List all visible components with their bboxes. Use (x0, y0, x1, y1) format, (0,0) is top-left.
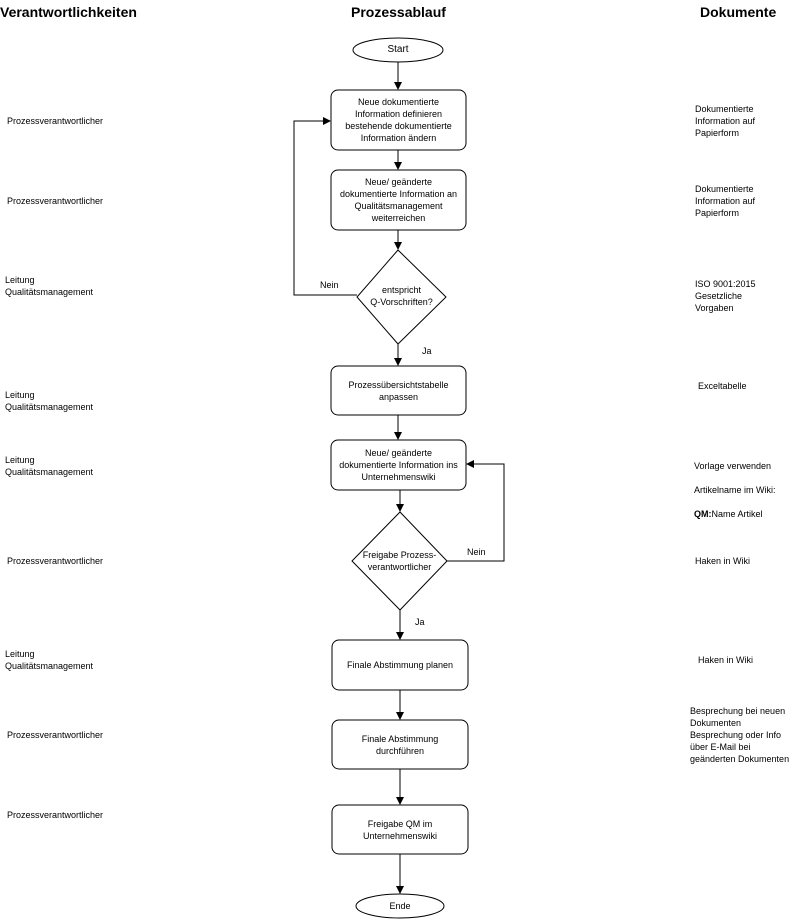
document-step6: Besprechung bei neuen Dokumenten Besprec… (690, 706, 790, 764)
document-step4-article: Name Artikel (711, 509, 763, 519)
header-responsibilities: Verantwortlichkeiten (0, 4, 137, 20)
document-step4-line2: Artikelname im Wiki: (694, 485, 776, 495)
arrow-decision1-no-loop (293, 117, 357, 296)
decision1-no-label: Nein (320, 280, 339, 290)
decision1-label: entspricht Q-Vorschriften? (370, 285, 433, 307)
document-step2: Dokumentierte Information auf Papierform (695, 184, 756, 218)
decision1-yes-label: Ja (422, 346, 432, 356)
arrow-decision2-no-loop (447, 460, 505, 562)
responsibility-step1: Prozessverantwortlicher (7, 116, 104, 126)
header-documents: Dokumente (700, 4, 777, 20)
responsibility-step4: Leitung Qualitätsmanagement (5, 455, 94, 477)
responsibility-step5: Leitung Qualitätsmanagement (5, 649, 94, 671)
step2-label: Neue/ geänderte dokumentierte Informatio… (339, 177, 458, 223)
document-step1: Dokumentierte Information auf Papierform (695, 104, 756, 138)
header-process: Prozessablauf (351, 4, 446, 20)
document-decision2: Haken in Wiki (695, 556, 751, 566)
document-step4-prefix: QM: (694, 509, 712, 519)
step7-label: Freigabe QM im Unternehmenswiki (362, 818, 438, 841)
step5-label: Finale Abstimmung planen (346, 660, 454, 670)
step1-label: Neue dokumentierte Information definiere… (345, 97, 452, 143)
document-step4-line1: Vorlage verwenden (694, 461, 772, 471)
responsibility-step3: Leitung Qualitätsmanagement (5, 390, 94, 412)
responsibility-decision1: Leitung Qualitätsmanagement (5, 275, 94, 297)
document-decision1: ISO 9001:2015 Gesetzliche Vorgaben (695, 279, 756, 313)
responsibility-step2: Prozessverantwortlicher (7, 196, 104, 206)
step3-label: Prozessübersichtstabelle anpassen (348, 379, 449, 402)
responsibility-step7: Prozessverantwortlicher (7, 810, 104, 820)
document-step3: Exceltabelle (698, 381, 747, 391)
start-label: Start (387, 44, 409, 55)
responsibility-step6: Prozessverantwortlicher (7, 730, 104, 740)
document-step5: Haken in Wiki (698, 655, 754, 665)
decision2-no-label: Nein (467, 547, 486, 557)
responsibility-decision2: Prozessverantwortlicher (7, 556, 104, 566)
end-terminal (355, 893, 445, 919)
step4-label: Neue/ geänderte dokumentierte Informatio… (339, 448, 458, 482)
end-label: Ende (389, 901, 411, 911)
decision2-yes-label: Ja (415, 617, 425, 627)
step6-label: Finale Abstimmung durchführen (361, 733, 439, 756)
document-step4: Vorlage verwenden Artikelname im Wiki: Q… (694, 448, 776, 520)
decision2-label: Freigabe Prozess- verantwortlicher (362, 550, 437, 572)
